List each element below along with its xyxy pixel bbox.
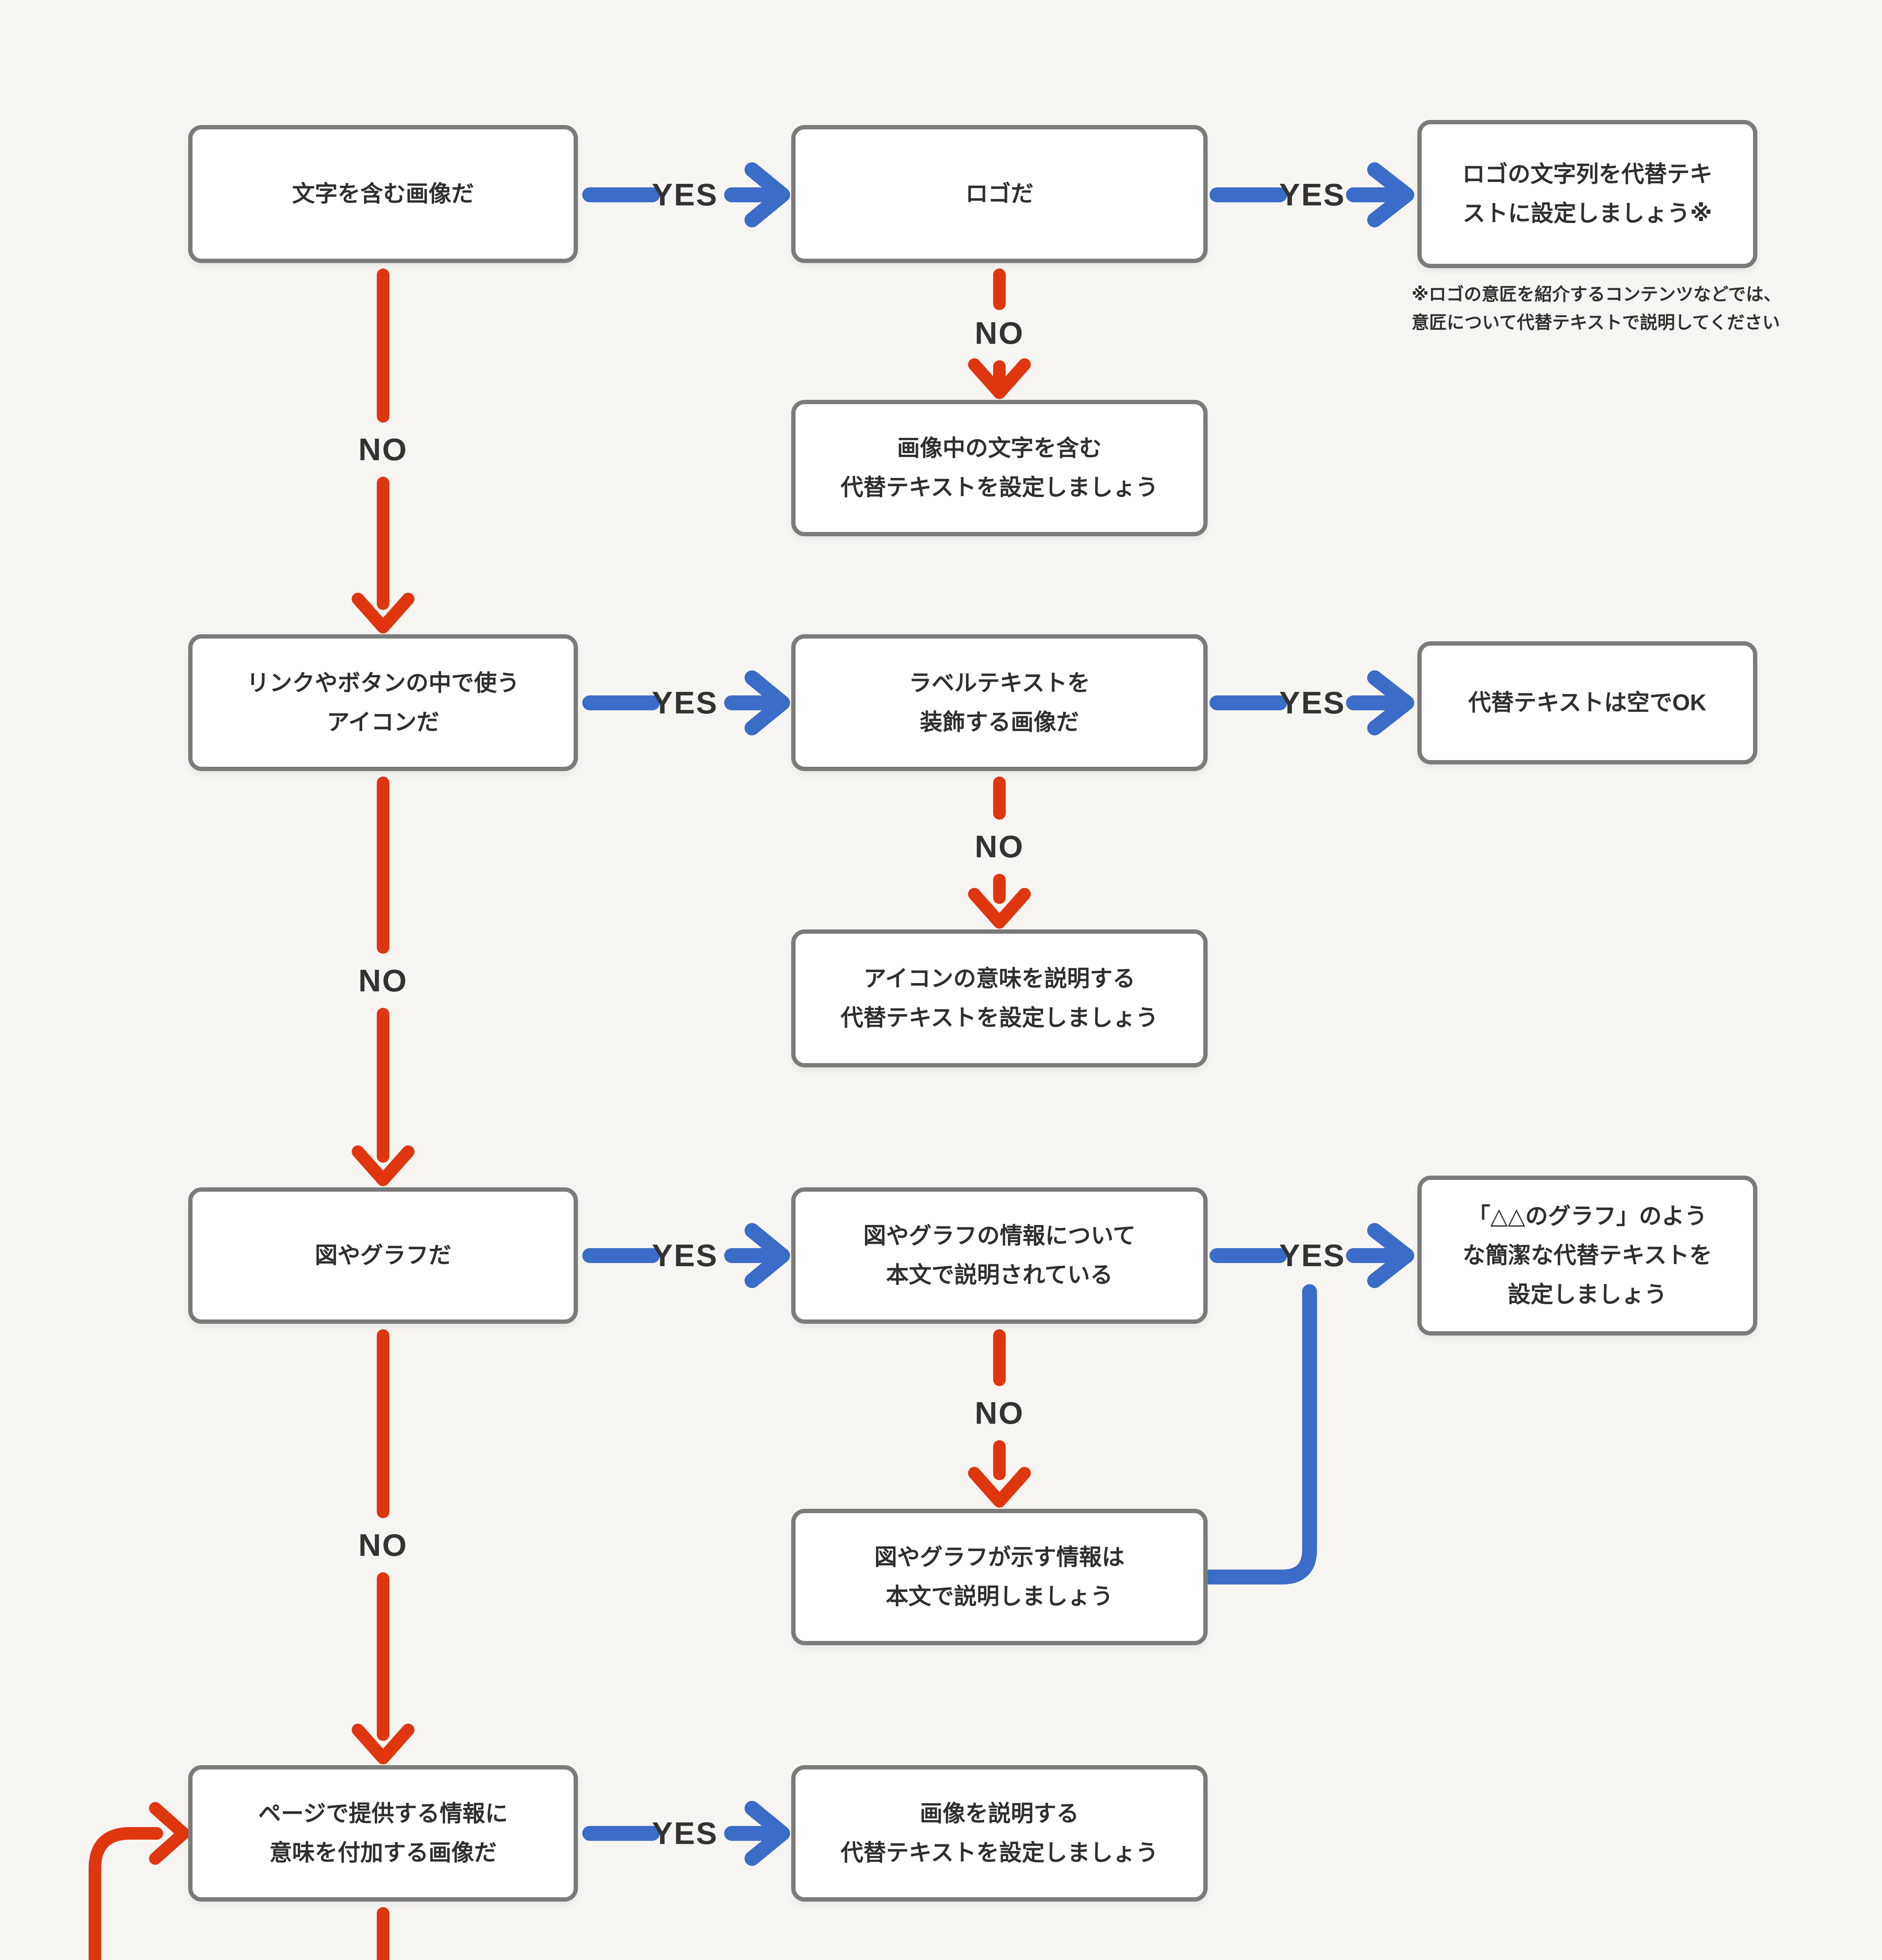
node-q-logo: ロゴだ (791, 125, 1208, 263)
yes-arrow-icon-to-label-decoration (582, 670, 790, 735)
no-label: NO (358, 1528, 408, 1563)
node-q-label-decoration: ラベルテキストを 装飾する画像だ (791, 634, 1208, 771)
no-arrow-figure-to-meaning-image (352, 1329, 414, 1764)
node-a-figure-body: 図やグラフが示す情報は 本文で説明しましょう (791, 1509, 1208, 1645)
node-a-image-text: 画像中の文字を含む 代替テキストを設定しましょう (791, 400, 1208, 536)
node-q-icon: リンクやボタンの中で使う アイコンだ (188, 634, 578, 771)
no-label: NO (975, 316, 1024, 350)
node-q-text-image: 文字を含む画像だ (188, 125, 578, 263)
yes-arrow-text-image-to-logo (582, 162, 790, 227)
yes-label: YES (652, 1238, 718, 1273)
no-arrow-logo-to-image-text (968, 269, 1031, 399)
no-arrow-meaning-image-to-no-impact (377, 1907, 389, 1960)
node-a-logo-text: ロゴの文字列を代替テキ ストに設定しましょう※ (1417, 120, 1757, 268)
no-label: NO (975, 829, 1024, 864)
no-label: NO (358, 432, 408, 467)
yes-arrow-meaning-image-to-describe (582, 1801, 790, 1866)
node-q-meaning-image: ページで提供する情報に 意味を付加する画像だ (188, 1765, 578, 1902)
no-arrow-text-image-to-icon (352, 269, 414, 633)
yes-label: YES (652, 177, 718, 212)
node-a-empty-alt-icon: 代替テキストは空でOK (1417, 641, 1757, 764)
no-arrow-figure-explained-to-figure-body (968, 1329, 1031, 1508)
node-a-describe-image: 画像を説明する 代替テキストを設定しましょう (791, 1765, 1208, 1902)
yes-arrow-logo-to-logo-text (1210, 162, 1414, 227)
no-label: NO (358, 963, 408, 998)
node-a-figure-concise: 「△△のグラフ」のよう な簡潔な代替テキストを 設定しましょう (1417, 1176, 1757, 1336)
node-a-icon-meaning: アイコンの意味を説明する 代替テキストを設定しましょう (791, 929, 1208, 1067)
logo-footnote: ※ロゴの意匠を紹介するコンテンツなどでは、 意匠について代替テキストで説明してく… (1412, 284, 1781, 332)
yes-join-figure-body-to-concise-alt (1202, 1284, 1317, 1584)
no-arrow-label-decoration-to-icon-meaning (968, 777, 1031, 929)
yes-arrow-figure-to-figure-explained (582, 1223, 790, 1288)
yes-label: YES (652, 1816, 718, 1851)
yes-label: YES (652, 685, 718, 720)
no-arrow-icon-to-figure (352, 777, 414, 1186)
yes-label: YES (1279, 177, 1346, 212)
yes-label: YES (1279, 1238, 1346, 1273)
yes-label: YES (1279, 685, 1346, 720)
node-q-figure-explained: 図やグラフの情報について 本文で説明されている (791, 1187, 1208, 1324)
yes-arrow-figure-explained-to-concise-alt (1210, 1223, 1414, 1288)
node-q-figure: 図やグラフだ (188, 1187, 578, 1324)
yes-arrow-label-decoration-to-empty-alt (1210, 670, 1414, 735)
no-label: NO (975, 1396, 1024, 1430)
no-loop-no-impact-to-meaning-image (89, 1802, 190, 1960)
